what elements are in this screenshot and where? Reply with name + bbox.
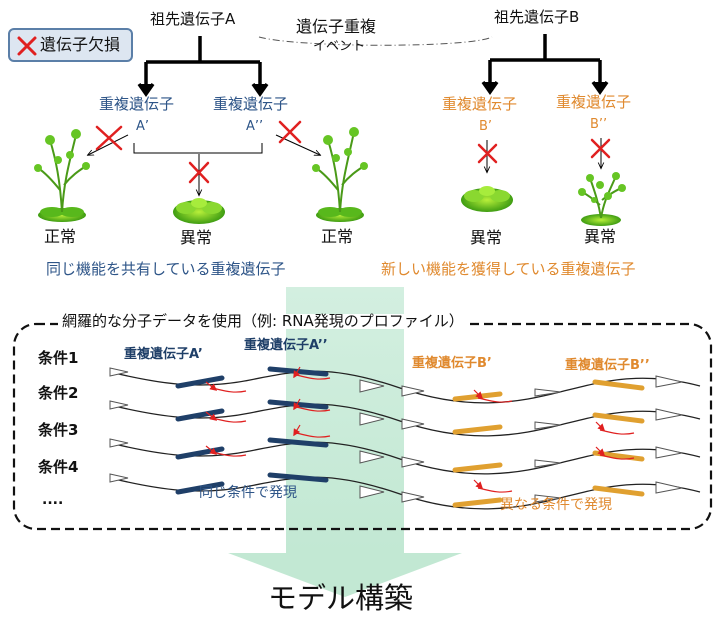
gene-arrow [401,456,425,468]
gene-b1 [452,424,503,435]
gene-arrow [109,438,129,448]
plant-normal-left [34,129,90,222]
gene-arrow [359,412,385,426]
rna-arrow [205,381,218,391]
rna-arrow [293,366,301,379]
different-condition-label: 異なる条件で発現 [500,497,612,513]
gene-arrow [401,491,425,503]
dup-b1-sub: B’ [479,119,493,134]
rna-arrow [473,389,484,400]
condition-3: 条件3 [38,421,79,439]
legend-box: 遺伝子欠損 [8,28,133,62]
phenotype-normal-left: 正常 [44,227,77,246]
rna-arrow [205,411,218,421]
dup-b1-label: 重複遺伝子 [442,95,518,113]
condition-more: .... [42,492,64,508]
gene-arrow [534,421,562,430]
knockout-marks [95,120,611,184]
dup-a2-sub: A’’ [246,119,264,134]
rna-arrow [595,421,606,432]
event-label-2: イベント [313,39,366,54]
phenotype-abnormal-b2: 異常 [584,227,617,246]
duplication-event-line [258,36,493,46]
condition-1: 条件1 [38,349,79,367]
gene-b2 [592,412,645,424]
rna-signal [211,387,247,393]
rna-arrow [473,479,484,490]
tree-a [137,36,269,98]
gene-a1 [175,408,225,422]
same-condition-label: 同じ条件で発現 [199,485,297,501]
gene-arrow [359,450,385,464]
rna-arrow [293,424,301,437]
gene-arrow [534,494,562,503]
gene-b2 [592,379,645,391]
gene-a1-label: 重複遺伝子A’ [124,347,203,362]
rna-arrow [205,445,218,455]
gene-b2 [592,485,645,497]
rna-signal [599,429,635,435]
plant-abnormal-b2 [578,172,626,226]
gene-b2-label: 重複遺伝子B’’ [565,358,650,373]
gene-arrow [655,408,683,421]
model-building-label: モデル構築 [268,581,414,615]
tree-b [481,34,609,96]
gene-arrow [401,385,425,397]
gene-a1 [175,375,225,389]
rna-arrow [293,398,301,411]
dup-a1-label: 重複遺伝子 [99,95,175,113]
legend-label: 遺伝子欠損 [40,35,121,54]
bracket [133,143,263,154]
caption-new-function: 新しい機能を獲得している重複遺伝子 [381,260,636,278]
gene-arrow [534,459,562,468]
gene-b1 [452,497,503,508]
gene-arrow [534,388,562,397]
dup-a1-sub: A’ [136,119,150,134]
gene-a2 [267,472,329,483]
gene-arrow [655,375,683,388]
gene-a1 [175,481,225,495]
gene-a2-label: 重複遺伝子A’’ [244,338,328,353]
gene-arrow [359,485,385,499]
rna-arrow [595,446,606,457]
rna-signal [477,487,513,493]
data-box-title: 網羅的な分子データを使用（例: RNA発現のプロファイル） [58,314,468,329]
gene-arrow [109,473,129,483]
gene-b1 [452,462,503,473]
dup-b2-label: 重複遺伝子 [556,93,632,111]
dup-b2-sub: B’’ [590,117,608,132]
phenotype-normal-right: 正常 [321,227,354,246]
gene-arrow [655,481,683,494]
gene-a2 [267,437,329,448]
gene-arrow [655,446,683,459]
dup-a2-label: 重複遺伝子 [213,95,289,113]
plant-normal-right [312,127,368,222]
phenotype-abnormal-b1: 異常 [470,228,503,247]
knockout-x-icon [17,36,37,56]
gene-arrow [109,367,129,377]
gene-arrow [401,418,425,430]
caption-shared-function: 同じ機能を共有している重複遺伝子 [46,260,286,278]
ancestor-b-label: 祖先遺伝子B [494,8,580,26]
gene-b1-label: 重複遺伝子B’ [412,356,492,371]
condition-4: 条件4 [38,458,79,476]
condition-2: 条件2 [38,384,79,402]
model-arrow [228,287,462,597]
plant-abnormal-mid [173,198,225,224]
gene-b1 [452,391,503,402]
rna-signal [477,397,513,403]
event-label-1: 遺伝子重複 [296,17,377,36]
phenotype-abnormal-mid: 異常 [180,228,213,247]
gene-arrow [109,400,129,410]
ancestor-a-label: 祖先遺伝子A [150,10,236,28]
plant-abnormal-b1 [461,186,513,212]
gene-tracks [109,366,701,510]
rna-signal [211,417,247,423]
gene-arrow [359,379,385,393]
